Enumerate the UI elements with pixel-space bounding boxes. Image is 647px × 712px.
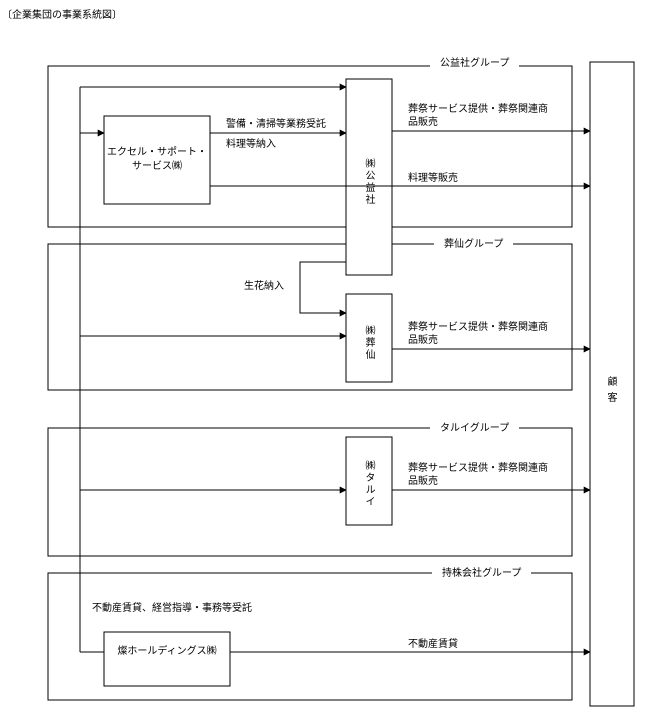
customer-label: 顧客 [605, 376, 616, 408]
excel-support-label-line2: サービス㈱ [132, 161, 182, 172]
group-tag-sosen: 葬仙グループ [434, 238, 514, 251]
sosen-funeral-label-1: 葬祭サービス提供・葬祭関連商 [408, 322, 548, 333]
customer-box [589, 61, 635, 707]
group-frame-tarui [47, 427, 573, 557]
group-tag-koeki: 公益社グループ [430, 57, 520, 70]
excel-support-box [103, 115, 211, 205]
flower-flow-line [299, 261, 347, 317]
realestate-management-label: 不動産賃貸、経営指導・事務等受託 [92, 603, 252, 614]
diagram-title: 〔企業集団の事業系統図〕 [2, 10, 122, 21]
guard-cleaning-label: 警備・清掃等業務受託 [226, 119, 326, 130]
group-frame-koeki [47, 65, 573, 228]
excel-support-label: エクセル・サポート・ サービス㈱ [104, 146, 210, 174]
realestate-rent-label: 不動産賃貸 [408, 639, 458, 650]
tarui-label: ㈱タルイ [363, 460, 374, 508]
cuisine-sales-label: 料理等販売 [408, 173, 458, 184]
cuisine-delivery-label: 料理等納入 [226, 139, 276, 150]
holding-label: 燦ホールディングス㈱ [117, 646, 217, 657]
group-tag-tarui: タルイグループ [430, 422, 520, 435]
tarui-funeral-label-2: 品販売 [408, 476, 438, 487]
sosen-funeral-label-2: 品販売 [408, 335, 438, 346]
group-tag-holding: 持株会社グループ [432, 567, 532, 580]
group-frame-sosen [47, 243, 573, 391]
excel-support-label-line1: エクセル・サポート・ [107, 147, 207, 158]
koeki-funeral-label-1: 葬祭サービス提供・葬祭関連商 [408, 104, 548, 115]
koeki-label: ㈱公益社 [363, 158, 374, 206]
tarui-box [345, 436, 393, 526]
koeki-funeral-label-2: 品販売 [408, 117, 438, 128]
holding-box [103, 631, 231, 687]
group-frame-holding [47, 572, 573, 701]
sosen-label: ㈱葬仙 [363, 325, 374, 361]
tarui-funeral-label-1: 葬祭サービス提供・葬祭関連商 [408, 463, 548, 474]
koeki-box [345, 78, 393, 276]
flower-delivery-label: 生花納入 [244, 281, 284, 292]
